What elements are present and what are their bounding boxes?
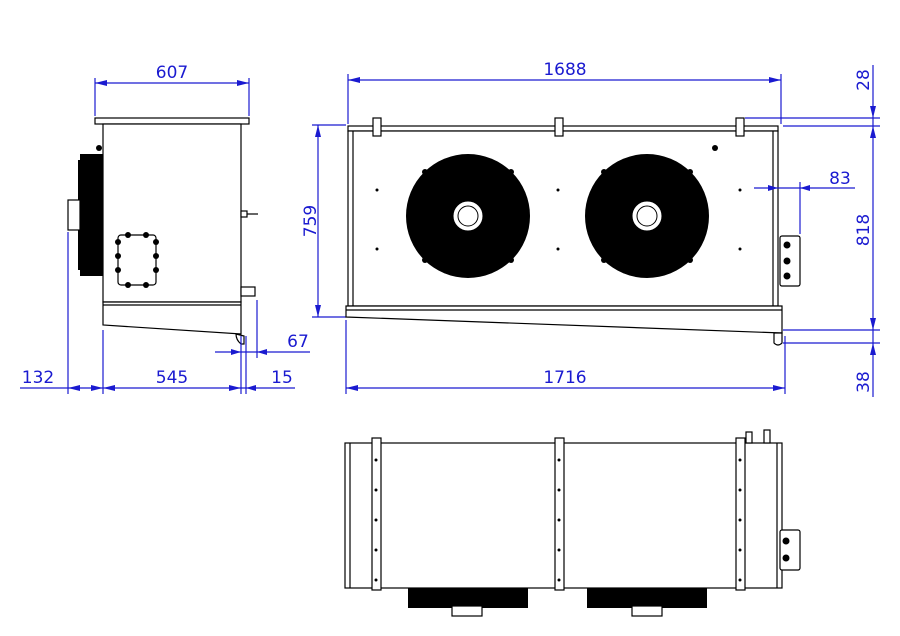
- fan-guard-bottom: [587, 588, 707, 608]
- fan-2: [585, 154, 709, 278]
- pipe-connection-top-view: [763, 429, 771, 444]
- junction-box-side: [117, 234, 157, 286]
- dim-side-width: 607: [156, 63, 188, 83]
- pipe-connection-top-view: [745, 431, 753, 444]
- support-strap: [371, 437, 382, 591]
- fan-motor-bottom: [451, 605, 483, 617]
- dim-junction-box-depth: 83: [829, 169, 851, 189]
- dim-drain-extra: 15: [271, 368, 293, 388]
- dim-drain-height: 38: [854, 371, 874, 393]
- dim-fan-depth: 132: [22, 368, 54, 388]
- side-view: [67, 117, 258, 345]
- pipe-connection-top: [240, 210, 248, 218]
- fan-guard-side: [80, 154, 103, 276]
- side-top-flange: [94, 117, 250, 125]
- dim-bracket-height: 28: [854, 69, 874, 91]
- dim-front-height: 818: [854, 214, 874, 246]
- bottom-view: [344, 429, 801, 617]
- fan-motor-side: [67, 199, 81, 231]
- front-dimensions: 1688 1716 28 818 38 83: [345, 60, 880, 397]
- dim-front-total-length: 1716: [543, 368, 586, 388]
- dim-body-depth: 545: [156, 368, 188, 388]
- support-strap: [735, 437, 746, 591]
- dim-drain-offset: 67: [287, 332, 309, 352]
- junction-box-bottom: [779, 529, 801, 571]
- hanging-bracket: [735, 117, 745, 137]
- hanging-bracket: [372, 117, 382, 137]
- side-dimensions: 607 759 67 132 545 15: [20, 63, 346, 394]
- pipe-connection-bottom: [240, 286, 256, 297]
- fan-motor-bottom: [631, 605, 663, 617]
- dim-front-top-length: 1688: [543, 60, 586, 80]
- fan-guard-bottom: [408, 588, 528, 608]
- front-view: [345, 117, 801, 346]
- drain-outlet-side: [235, 333, 245, 345]
- support-strap: [554, 437, 565, 591]
- dim-side-height: 759: [301, 205, 321, 237]
- drain-outlet-front: [773, 332, 783, 346]
- side-drip-tray: [102, 301, 242, 335]
- fan-1: [406, 154, 530, 278]
- hanging-bracket: [554, 117, 564, 137]
